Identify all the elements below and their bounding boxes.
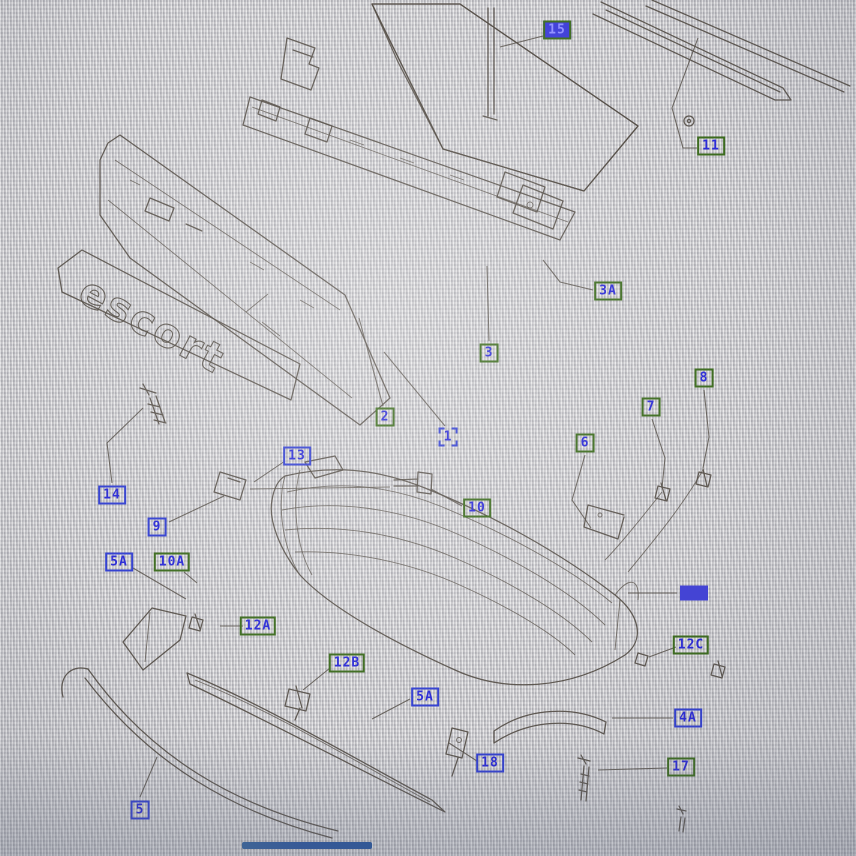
part-label-8[interactable]: 8 <box>694 368 714 388</box>
part-label-12A[interactable]: 12A <box>239 616 277 636</box>
bottom-scrollbar-thumb[interactable] <box>242 842 372 849</box>
mesh-valance-panel <box>371 3 639 192</box>
part-label-6[interactable]: 6 <box>575 433 595 453</box>
part-label-1[interactable]: 1 <box>438 427 458 447</box>
screw-17 <box>577 754 591 802</box>
upper-bracket <box>280 37 320 91</box>
part-label-11[interactable]: 11 <box>697 136 725 156</box>
part-label-10[interactable]: 10 <box>463 498 491 518</box>
rubbing-strip-arc <box>61 667 339 839</box>
part-label-10A[interactable]: 10A <box>153 552 191 572</box>
part-label-5[interactable]: 5 <box>130 800 150 820</box>
part-label-highlighted[interactable] <box>680 585 708 601</box>
spoiler-end-piece <box>122 607 187 671</box>
rear-bumper-cover <box>270 455 639 686</box>
part-label-3[interactable]: 3 <box>479 343 499 363</box>
part-label-12C[interactable]: 12C <box>672 635 710 655</box>
clip-12b <box>284 685 311 721</box>
part-label-17[interactable]: 17 <box>667 757 695 777</box>
bracket-18 <box>445 727 469 777</box>
clip-12a <box>188 613 204 632</box>
bumper-reinforcement-beam <box>242 96 576 241</box>
part-label-2[interactable]: 2 <box>375 407 395 427</box>
part-label-13[interactable]: 13 <box>283 446 311 466</box>
leader-lines <box>106 35 710 798</box>
part-label-5A[interactable]: 5A <box>411 687 439 707</box>
part-label-15[interactable]: 15 <box>543 20 571 40</box>
rear-rail-strips <box>592 0 851 127</box>
part-label-5A[interactable]: 5A <box>105 552 133 572</box>
small-screw-bottom <box>676 805 687 833</box>
rear-lower-panel <box>99 134 391 426</box>
lower-moulding-strip <box>186 672 446 813</box>
side-bracket-6 <box>583 504 625 540</box>
part-label-12B[interactable]: 12B <box>328 653 366 673</box>
part-label-14[interactable]: 14 <box>98 485 126 505</box>
part-label-18[interactable]: 18 <box>476 753 504 773</box>
clip-8 <box>627 468 712 573</box>
clip-12c <box>634 652 726 679</box>
screw-14 <box>139 383 167 425</box>
part-label-4A[interactable]: 4A <box>674 708 702 728</box>
part-label-9[interactable]: 9 <box>147 517 167 537</box>
part-label-3A[interactable]: 3A <box>594 281 622 301</box>
part-label-7[interactable]: 7 <box>641 397 661 417</box>
centre-pad-piece <box>493 710 607 744</box>
